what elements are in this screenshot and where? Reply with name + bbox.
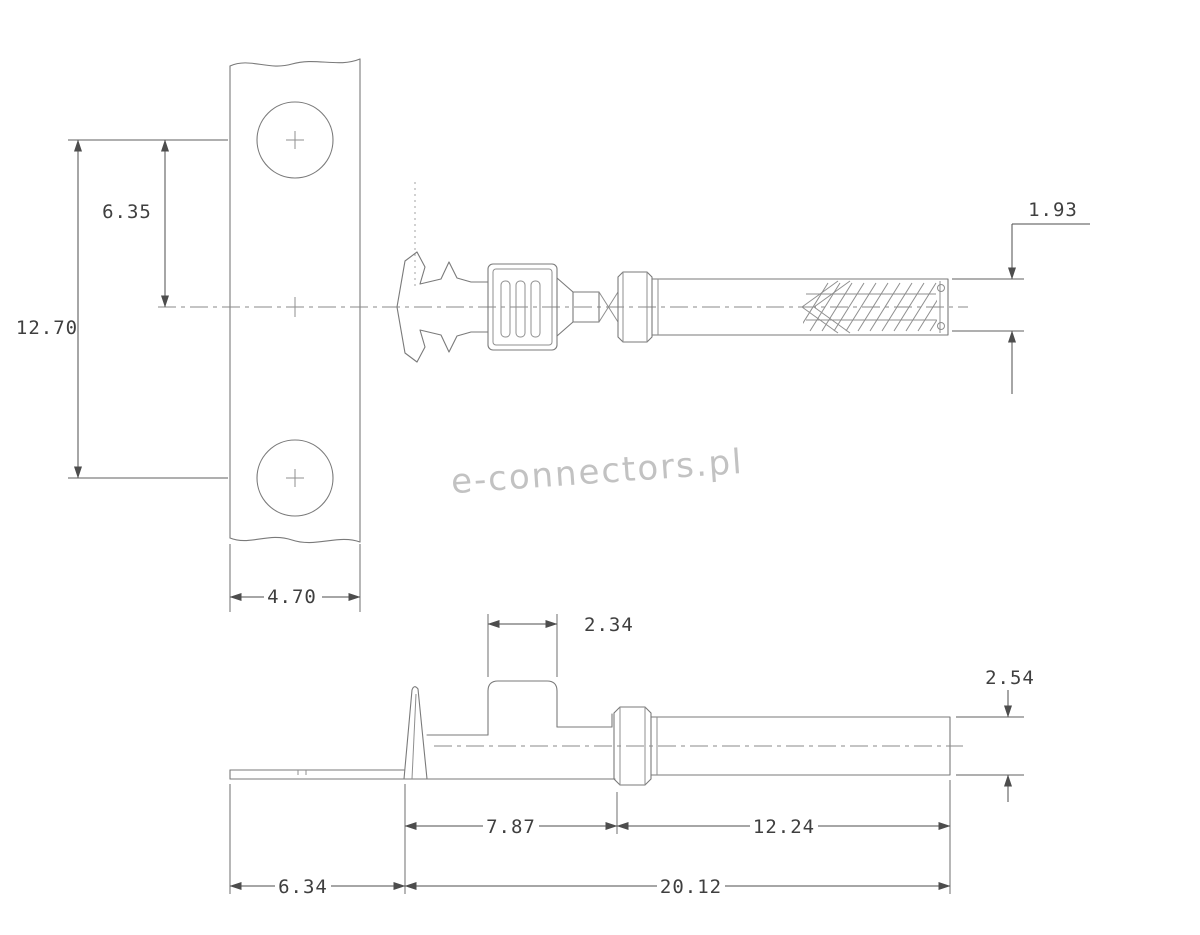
- dim-hole-pitch: 12.70: [16, 139, 228, 479]
- dim-hole-to-centerline: 6.35: [102, 139, 169, 308]
- dim-strip-width: 4.70: [229, 544, 361, 612]
- dim-overall-length: 20.12: [404, 875, 951, 898]
- dim-tab-length-label: 6.34: [278, 876, 328, 898]
- body-side: [426, 680, 613, 736]
- pilot-hole-top: [256, 101, 334, 179]
- tab-notch-ticks: [297, 770, 307, 775]
- dim-hole-pitch-label: 12.70: [16, 317, 78, 339]
- dim-tip-diameter-label: 1.93: [1028, 199, 1078, 221]
- transition-section: [556, 277, 619, 337]
- dim-crimp-width-label: 2.34: [584, 614, 634, 636]
- dim-hole-to-centerline-label: 6.35: [102, 201, 152, 223]
- dim-sleeve-length-label: 12.24: [753, 816, 815, 838]
- dim-overall-length-label: 20.12: [660, 876, 722, 898]
- crimp-barrel-top-view: [487, 263, 558, 351]
- carrier-tab-side: [229, 769, 616, 780]
- carrier-strip: [229, 58, 361, 544]
- dim-crimp-width: 2.34: [487, 614, 634, 677]
- stop-collar-top-view: [617, 271, 653, 343]
- dim-strip-width-label: 4.70: [267, 586, 317, 608]
- dim-front-section-length-label: 7.87: [486, 816, 536, 838]
- tip-seam-dot-top: [937, 284, 945, 292]
- centerlines: [158, 182, 968, 317]
- tip-seam-dot-bottom: [937, 322, 945, 330]
- spring-slot-lines: [806, 293, 936, 321]
- crimp-wing-side: [487, 680, 558, 736]
- dim-sleeve-diameter: 2.54: [956, 667, 1035, 802]
- spring-hatching: [803, 282, 937, 332]
- retention-lance-bottom: [396, 306, 489, 363]
- dim-tip-diameter: 1.93: [952, 199, 1090, 394]
- terminal-side-view: [229, 680, 963, 786]
- watermark-text: e-connectors.pl: [450, 442, 745, 502]
- dim-sleeve-length: 12.24: [616, 780, 951, 894]
- retention-lance-top: [396, 251, 489, 308]
- dim-sleeve-diameter-label: 2.54: [985, 667, 1035, 689]
- terminal-top-view: [396, 251, 949, 363]
- dim-front-section-length: 7.87: [404, 784, 618, 894]
- retention-lance-side: [403, 686, 428, 780]
- dim-tab-length: 6.34: [229, 784, 406, 898]
- contact-sleeve-top-view: [651, 278, 949, 336]
- pilot-hole-bottom: [256, 439, 334, 517]
